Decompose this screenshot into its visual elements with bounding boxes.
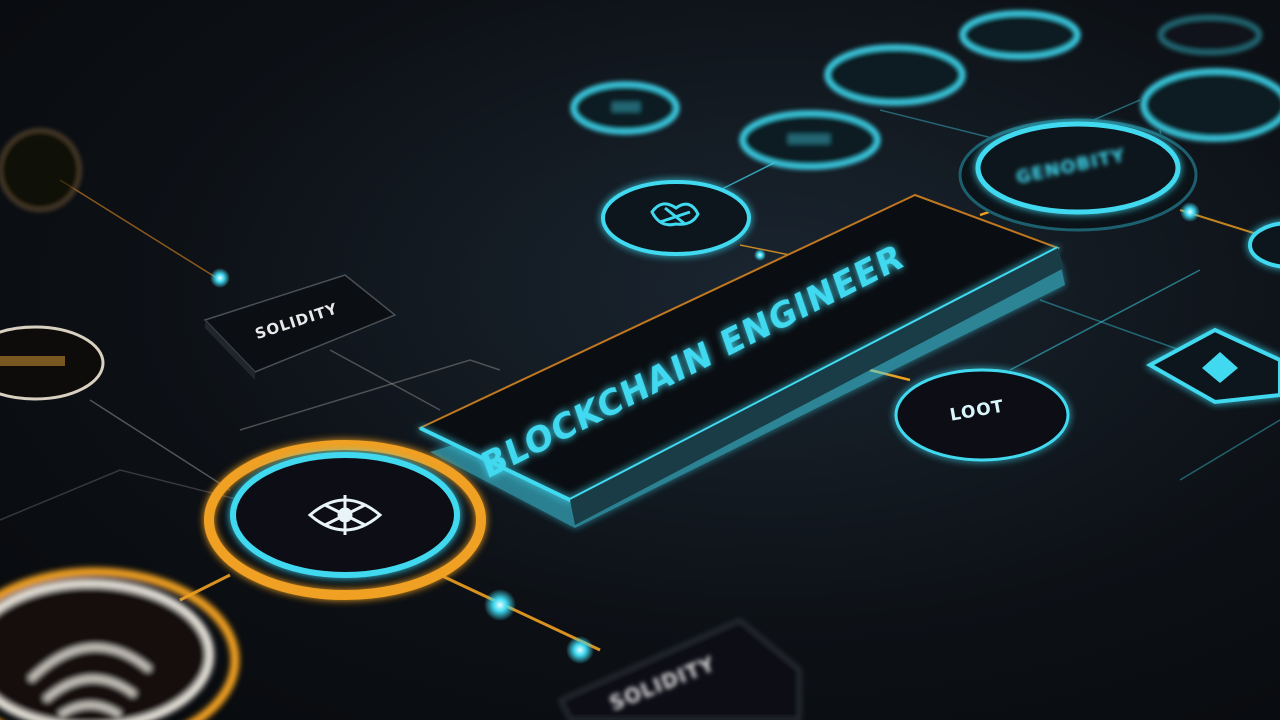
node-diamond (1145, 327, 1280, 405)
brain-icon (650, 202, 700, 227)
node-left-edge (0, 325, 105, 401)
node-chain-icon (601, 180, 751, 256)
node-right-edge (1248, 221, 1280, 269)
fingerprint-icon (27, 644, 152, 718)
node-loot: LOOT (894, 368, 1070, 462)
diamond-icon (1202, 352, 1238, 383)
glow-dots (210, 202, 1200, 664)
node-genobity: GENOBITY (958, 118, 1198, 232)
tile-solidity-upper: SOLIDITY (203, 274, 397, 380)
far-nodes (0, 10, 1280, 212)
node-fingerprint (0, 567, 240, 720)
node-circuit-flower (204, 440, 486, 600)
tile-solidity-lower: SOLIDITY (558, 618, 801, 720)
circuit-flower-icon (307, 495, 383, 535)
